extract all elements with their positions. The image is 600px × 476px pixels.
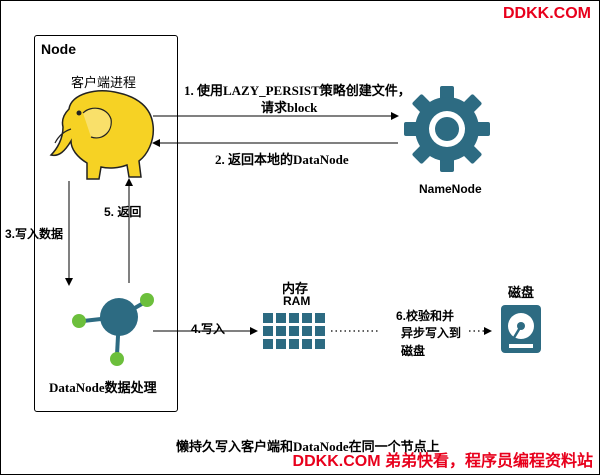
ram-label-line1: 内存: [282, 281, 309, 296]
disk-label: 磁盘: [508, 285, 535, 300]
hadoop-elephant-icon: [49, 90, 155, 180]
step6-label-line3: 磁盘: [401, 344, 426, 358]
watermark-bottom: DDKK.COM 弟弟快看，程序员编程资料站: [292, 453, 593, 470]
diagram-caption: 懒持久写入客户端和DataNode在同一个节点上: [176, 439, 440, 454]
step6-label-line1: 6.校验和并: [396, 309, 455, 323]
memory-blocks-icon: [263, 313, 325, 349]
step5-label: 5. 返回: [104, 205, 142, 219]
watermark-top: DDKK.COM: [503, 5, 591, 22]
ram-label-line2: RAM: [283, 294, 311, 308]
node-container-box: [34, 35, 178, 412]
network-node-icon: [72, 293, 154, 366]
step1-label-line2: 请求block: [261, 100, 318, 115]
gear-icon: [404, 86, 490, 172]
step6-label-line2: 异步写入到: [401, 326, 462, 340]
step1-label-line1: 1. 使用LAZY_PERSIST策略创建文件，: [184, 83, 411, 98]
namenode-label: NameNode: [419, 182, 482, 196]
step2-label: 2. 返回本地的DataNode: [215, 152, 349, 167]
hard-drive-icon: [501, 305, 541, 353]
client-process-label: 客户端进程: [71, 75, 137, 90]
node-box-label: Node: [41, 41, 76, 57]
step4-label: 4.写入: [191, 322, 226, 336]
step3-label: 3.写入数据: [5, 227, 64, 241]
datanode-label: DataNode数据处理: [49, 380, 157, 395]
